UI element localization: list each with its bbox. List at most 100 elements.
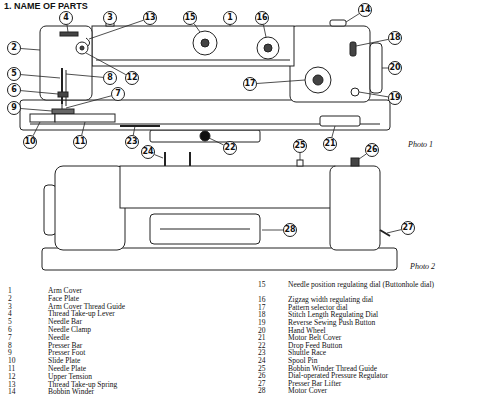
part-name: Needle — [48, 334, 69, 342]
part-name: Arm Cover — [48, 287, 82, 295]
part-name: Thread Take-up Lever — [48, 310, 115, 318]
leader-line — [257, 80, 305, 83]
leader-line — [33, 122, 40, 136]
part-name: Presser Bar — [48, 342, 82, 350]
leader-line — [67, 25, 68, 32]
pattern-dial — [305, 67, 331, 93]
callout-number: 3 — [100, 13, 120, 23]
leader-line — [21, 109, 52, 111]
list-number: 5 — [8, 318, 12, 326]
needle-clamp — [58, 92, 68, 97]
callout-number: 24 — [138, 147, 158, 157]
list-number: 21 — [258, 334, 266, 342]
leader-line — [263, 25, 266, 37]
callout-number: 10 — [20, 137, 40, 147]
photo-caption: Photo 1 — [408, 140, 433, 150]
part-name: Face Plate — [48, 295, 79, 303]
arm-panel-line — [96, 60, 290, 61]
reverse-button — [351, 88, 359, 96]
callout-number: 22 — [220, 143, 240, 153]
tension-dial — [76, 42, 88, 54]
callout-number: 7 — [108, 89, 128, 99]
slide-plate — [30, 114, 55, 122]
belt-cover — [320, 116, 360, 126]
list-number: 18 — [258, 311, 266, 319]
part-name: Thread Take-up Spring — [48, 381, 117, 389]
list-number: 28 — [258, 387, 266, 395]
callout-number: 8 — [100, 73, 120, 83]
part-name: Motor Cover — [288, 387, 327, 395]
part-name: Stitch Length Regulating Dial — [288, 311, 378, 319]
dial-hub — [264, 44, 272, 52]
leader-line — [359, 92, 388, 97]
callout-number: 11 — [70, 137, 90, 147]
motor-cover — [150, 214, 260, 244]
callout-number: 5 — [4, 69, 24, 79]
list-number: 9 — [8, 349, 12, 357]
winder-thread-guide — [297, 160, 303, 166]
callout-number: 21 — [320, 139, 340, 149]
list-number: 8 — [8, 342, 12, 350]
part-name: Pattern selector dial — [288, 304, 348, 312]
list-number: 14 — [8, 388, 16, 396]
machine-back-view — [42, 152, 397, 270]
list-number: 2 — [8, 295, 12, 303]
leader-line — [332, 126, 335, 137]
part-name: Zigzag width regulating dial — [288, 296, 373, 304]
part-name: Bobbin Winder Thread Guide — [288, 365, 377, 373]
callout-number: 26 — [362, 145, 382, 155]
part-name: Dial-operated Pressure Regulator — [288, 372, 388, 380]
callout-number: 15 — [180, 13, 200, 23]
callout-number: 20 — [385, 63, 405, 73]
callout-number: 14 — [355, 5, 375, 15]
part-name: Spool Pin — [288, 357, 317, 365]
leader-line — [359, 154, 366, 159]
dial-hub — [201, 39, 209, 47]
list-number: 19 — [258, 319, 266, 327]
part-name: Hand Wheel — [288, 327, 326, 335]
callout-number: 23 — [122, 137, 142, 147]
part-name: Motor Belt Cover — [288, 334, 341, 342]
arm — [120, 166, 335, 208]
list-number: 25 — [258, 365, 266, 373]
callout-number: 13 — [140, 13, 160, 23]
base-foot — [150, 130, 260, 142]
leader-line — [382, 68, 388, 69]
body — [55, 166, 125, 250]
part-name: Needle position regulating dial (Buttonh… — [288, 281, 438, 289]
part-name: Presser Bar Lifter — [288, 380, 341, 388]
callout-number: 4 — [56, 13, 76, 23]
part-name: Needle Plate — [48, 365, 86, 373]
leader-line — [66, 74, 103, 77]
part-name: Bobbin Winder — [48, 388, 94, 396]
list-number: 3 — [8, 303, 12, 311]
list-number: 17 — [258, 304, 266, 312]
callout-number: 6 — [4, 85, 24, 95]
callout-number: 27 — [398, 223, 418, 233]
part-name: Needle Bar — [48, 318, 82, 326]
list-number: 22 — [258, 342, 266, 350]
callout-number: 28 — [280, 225, 300, 235]
leader-line — [154, 155, 163, 158]
take-up-spring — [86, 38, 90, 46]
bed — [20, 100, 390, 130]
hand-wheel — [44, 185, 56, 235]
part-name: Drop Feed Button — [288, 342, 342, 350]
list-number: 13 — [8, 381, 16, 389]
leader-line — [66, 96, 111, 108]
callout-number: 1 — [220, 13, 240, 23]
list-number: 16 — [258, 296, 266, 304]
leader-line — [262, 230, 283, 231]
leader-line — [21, 91, 58, 94]
list-number: 24 — [258, 357, 266, 365]
leader-line — [21, 75, 60, 78]
machine-front-view — [20, 20, 390, 142]
stitch-length-lever — [350, 42, 356, 56]
shuttle-race — [120, 125, 160, 127]
leader-line — [387, 230, 401, 233]
dial-hub — [313, 75, 323, 85]
drop-feed-knob — [200, 131, 210, 141]
pressure-regulator — [351, 158, 359, 166]
list-number: 4 — [8, 310, 12, 318]
leader-line — [194, 24, 200, 32]
